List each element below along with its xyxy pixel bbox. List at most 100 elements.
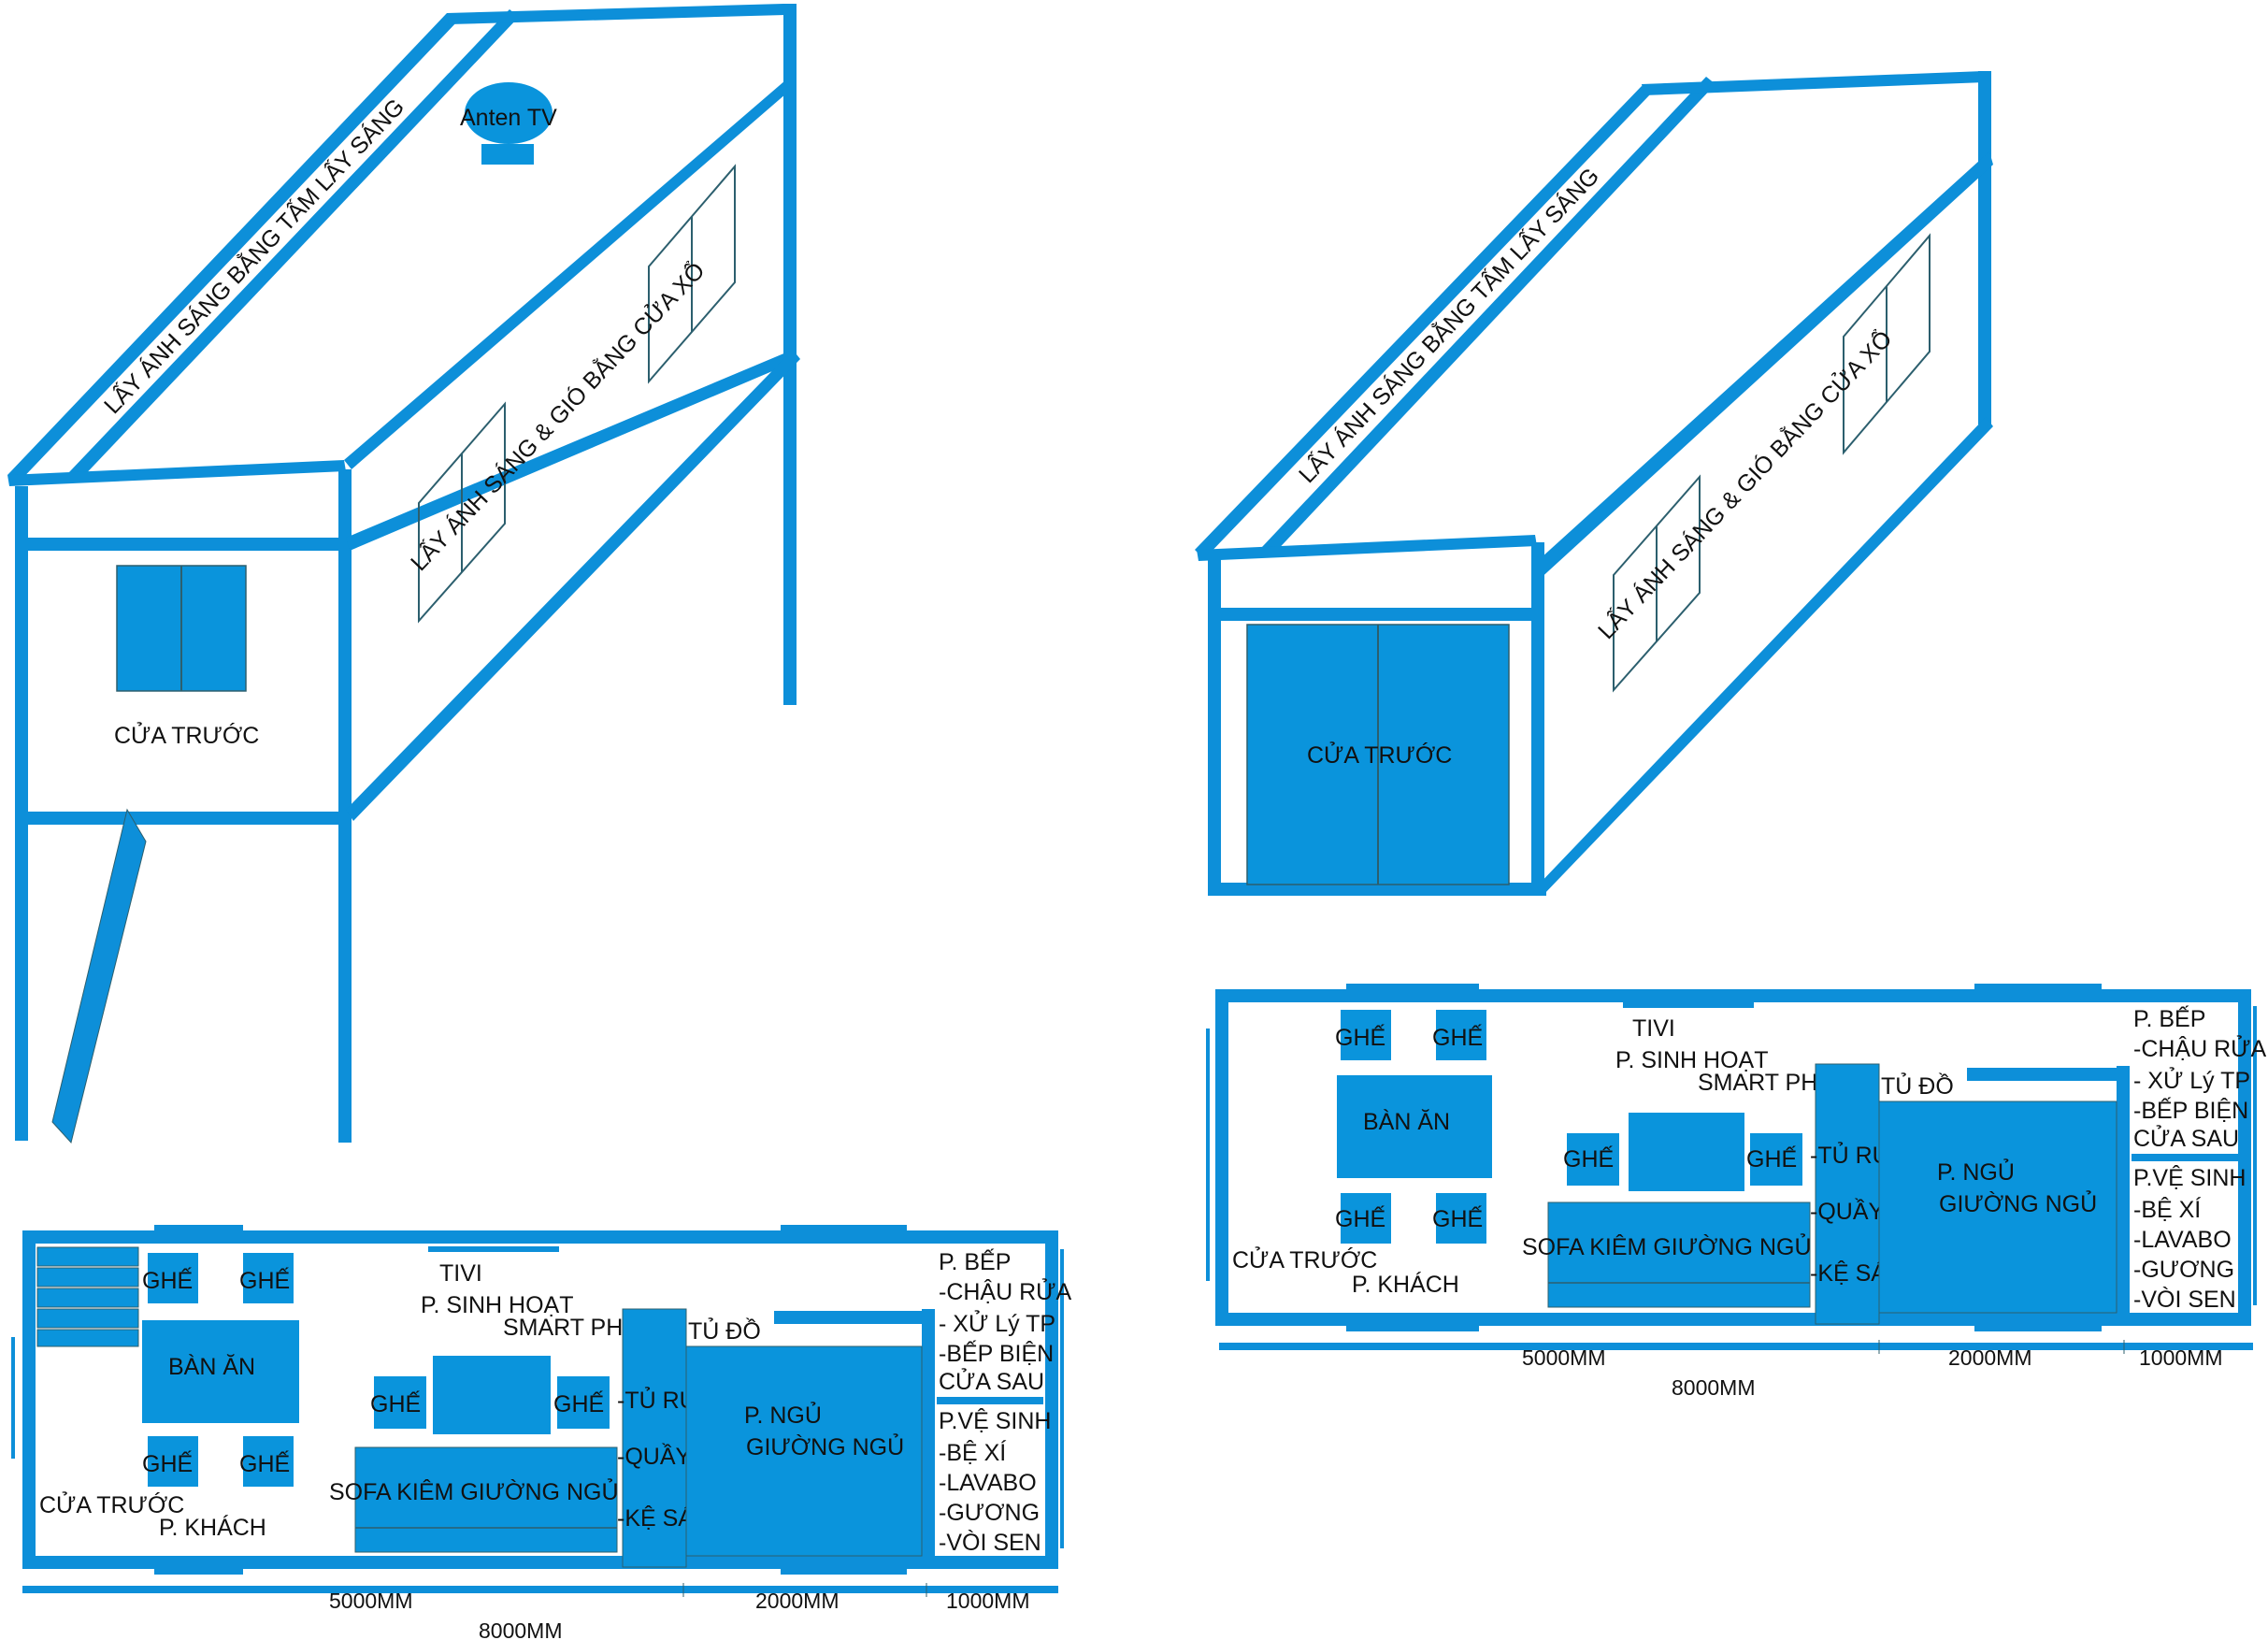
rfp-wall-top	[1215, 989, 2251, 1002]
left-roof-ridge-edge	[69, 9, 519, 482]
left-3d-view: CỬA TRƯỚC Anten TV LẤY ÁNH SÁNG BẰNG TẤM…	[7, 4, 800, 1144]
lfp-window-top-1	[154, 1225, 243, 1230]
lfp-dining-table	[142, 1320, 299, 1423]
right-front-bottom-beam	[1208, 883, 1546, 896]
rfp-chair-living-r	[1750, 1133, 1802, 1186]
rfp-bed	[1878, 1101, 2117, 1314]
left-roof-front-edge	[7, 13, 458, 484]
lfp-bathroom-item-1: -BỆ XÍ	[939, 1439, 1006, 1466]
lfp-wall-top	[22, 1230, 1058, 1244]
rfp-left-door-line	[1206, 1029, 1210, 1281]
lfp-wardrobe-label: TỦ ĐỒ	[688, 1316, 761, 1345]
lfp-bedroom-label: P. NGỦ	[744, 1401, 822, 1429]
rfp-chair-tl	[1341, 1010, 1391, 1060]
left-front-right-post	[338, 469, 352, 1143]
right-3d-view: CỬA TRƯỚC LẤY ÁNH SÁNG BẰNG TẤM LẤY SÁNG…	[1195, 71, 1993, 896]
right-side-upper-beam	[1531, 151, 1993, 582]
left-roof-top-edge	[447, 4, 785, 24]
lfp-window-top-2	[781, 1225, 907, 1230]
rfp-bedroom-label: P. NGỦ	[1937, 1158, 2015, 1186]
rfp-bedroom-partition	[1967, 1068, 2122, 1081]
left-front-door-label: CỬA TRƯỚC	[114, 721, 259, 749]
lfp-chair-br-label: GHẾ	[239, 1450, 290, 1477]
lfp-chair-bl	[148, 1436, 198, 1487]
rfp-service-divider	[2132, 1154, 2238, 1161]
left-roof-text: LẤY ÁNH SÁNG BẰNG TẤM LẤY SÁNG	[98, 94, 409, 420]
lfp-wall-left	[22, 1230, 36, 1569]
lfp-coffee-table	[433, 1356, 551, 1434]
lfp-bathroom-item-3: -GƯƠNG	[939, 1500, 1040, 1526]
lfp-entry-step-1	[36, 1246, 139, 1267]
lfp-dim-service: 1000MM	[946, 1589, 1029, 1613]
rfp-window-top-2	[1974, 984, 2102, 989]
lfp-back-door-label: CỬA SAU	[939, 1367, 1044, 1395]
rfp-kitchen-item-1: -CHẬU RỬA	[2133, 1034, 2267, 1062]
rfp-front-door-label: CỬA TRƯỚC	[1232, 1245, 1377, 1273]
rfp-dim-total: 8000MM	[1672, 1375, 1755, 1400]
lfp-chair-br	[243, 1436, 294, 1487]
lfp-bed	[685, 1345, 923, 1557]
rfp-bed-label: GIƯỜNG NGỦ	[1939, 1189, 2097, 1217]
rfp-dim-service: 1000MM	[2139, 1345, 2222, 1370]
lfp-dim-total: 8000MM	[479, 1618, 562, 1640]
rfp-coffee-table	[1629, 1113, 1744, 1191]
lfp-entry-step-3	[36, 1288, 139, 1308]
right-roof-text: LẤY ÁNH SÁNG BẰNG TẤM LẤY SÁNG	[1293, 163, 1604, 489]
lfp-bathroom-label: P.VỆ SINH	[939, 1407, 1051, 1434]
left-roof-eave-edge	[344, 80, 793, 469]
lfp-right-end-line	[1060, 1249, 1064, 1548]
lfp-dim-living: 5000MM	[329, 1589, 412, 1613]
rfp-chair-br-label: GHẾ	[1432, 1205, 1483, 1232]
lfp-bedroom-wall	[922, 1309, 935, 1558]
right-front-right-post	[1531, 542, 1544, 894]
lfp-wall-right	[1045, 1230, 1058, 1569]
lfp-chair-tl-label: GHẾ	[142, 1267, 193, 1294]
lfp-wall-bottom	[22, 1556, 1058, 1569]
antenna-base	[481, 144, 534, 165]
right-window-back	[1843, 233, 1931, 455]
lfp-entry-step-2	[36, 1267, 139, 1288]
rfp-chair-tr-label: GHẾ	[1432, 1024, 1483, 1051]
rfp-sofa-bed	[1547, 1201, 1811, 1308]
lfp-window-bottom-1	[154, 1569, 243, 1575]
right-roof-top-edge	[1642, 71, 1986, 95]
lfp-tv	[428, 1246, 559, 1252]
lfp-bedroom-partition	[774, 1311, 929, 1324]
right-front-left-post	[1208, 559, 1221, 894]
rfp-dim-bedroom: 2000MM	[1948, 1345, 2031, 1370]
rfp-wall-bottom	[1215, 1313, 2251, 1326]
lfp-kitchen-item-3: -BẾP BIỆN	[939, 1340, 1054, 1367]
lfp-tv-label: TIVI	[439, 1260, 482, 1287]
rfp-bathroom-label: P.VỆ SINH	[2133, 1164, 2246, 1191]
lfp-window-bottom-2	[781, 1569, 907, 1575]
rfp-tv	[1623, 1002, 1754, 1008]
rfp-chair-living-r-label: GHẾ	[1746, 1145, 1797, 1172]
lfp-chair-tr-label: GHẾ	[239, 1267, 290, 1294]
right-floor-plan: GHẾ GHẾ BÀN ĂN GHẾ GHẾ CỬA TRƯỚC P. KHÁC…	[1206, 984, 2267, 1400]
rfp-wall-left	[1215, 989, 1228, 1326]
lfp-bathroom-item-2: -LAVABO	[939, 1470, 1037, 1496]
lfp-dim-bedroom: 2000MM	[755, 1589, 839, 1613]
rfp-wardrobe-label: TỦ ĐỒ	[1881, 1072, 1954, 1100]
rfp-wall-right	[2238, 989, 2251, 1326]
rfp-chair-tl-label: GHẾ	[1335, 1024, 1385, 1051]
lfp-chair-living-r	[557, 1376, 610, 1429]
rfp-bedroom-wall	[2117, 1066, 2130, 1315]
rfp-bathroom-item-1: -BỆ XÍ	[2133, 1196, 2201, 1223]
rfp-dimension-line	[1219, 1343, 2253, 1350]
rfp-dining-table	[1337, 1075, 1492, 1178]
right-window-front	[1613, 474, 1701, 693]
rfp-chair-bl	[1341, 1193, 1391, 1244]
right-front-door-label: CỬA TRƯỚC	[1307, 741, 1452, 769]
rfp-chair-living-l	[1567, 1133, 1619, 1186]
rfp-window-bottom-1	[1346, 1326, 1479, 1331]
lfp-chair-living-l	[374, 1376, 426, 1429]
right-roof-back-edge	[1197, 535, 1537, 561]
rfp-bathroom-item-4: -VÒI SEN	[2133, 1286, 2236, 1313]
rfp-dim-living: 5000MM	[1522, 1345, 1605, 1370]
left-roof-back-edge	[7, 460, 346, 486]
rfp-tv-label: TIVI	[1632, 1015, 1675, 1042]
rfp-living-room-label: P. SINH HOẠT	[1615, 1047, 1768, 1073]
rfp-guest-room-label: P. KHÁCH	[1352, 1271, 1459, 1298]
